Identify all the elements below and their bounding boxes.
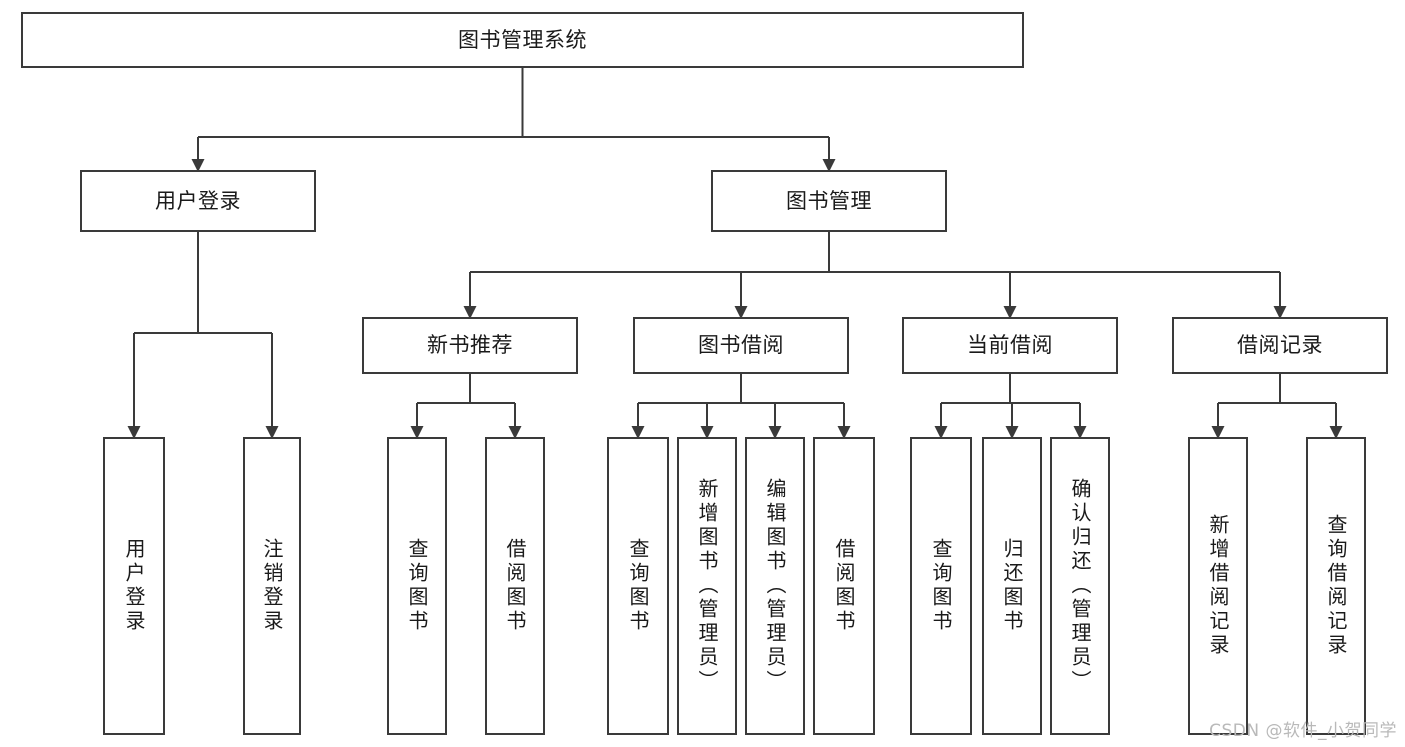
node-label: 借阅记录 [1237, 333, 1323, 358]
node-label: 查询图书 [929, 538, 953, 634]
node-label: 查询借阅记录 [1324, 514, 1348, 658]
watermark-label: CSDN @软件_小贺同学 [1209, 721, 1397, 741]
node-label: 当前借阅 [967, 333, 1053, 358]
node-leaf-query-book-3[interactable]: 查询图书 [910, 437, 972, 735]
node-leaf-user-logout[interactable]: 注销登录 [243, 437, 301, 735]
node-leaf-return-book[interactable]: 归还图书 [982, 437, 1042, 735]
node-root[interactable]: 图书管理系统 [21, 12, 1024, 68]
node-leaf-confirm-return[interactable]: 确认归还（管理员） [1050, 437, 1110, 735]
node-label: 用户登录 [122, 538, 146, 634]
node-borrow-record[interactable]: 借阅记录 [1172, 317, 1388, 374]
node-label: 查询图书 [405, 538, 429, 634]
node-leaf-add-record[interactable]: 新增借阅记录 [1188, 437, 1248, 735]
node-label: 编辑图书（管理员） [763, 478, 787, 694]
node-leaf-borrow-book-2[interactable]: 借阅图书 [813, 437, 875, 735]
node-label: 图书管理 [786, 188, 872, 213]
node-label: 用户登录 [155, 188, 241, 213]
node-book-mgmt[interactable]: 图书管理 [711, 170, 947, 232]
node-leaf-edit-book[interactable]: 编辑图书（管理员） [745, 437, 805, 735]
node-label: 新书推荐 [427, 333, 513, 358]
node-new-book-rec[interactable]: 新书推荐 [362, 317, 578, 374]
node-label: 图书管理系统 [458, 27, 587, 52]
node-label: 新增图书（管理员） [695, 478, 719, 694]
node-label: 图书借阅 [698, 333, 784, 358]
node-label: 新增借阅记录 [1206, 514, 1230, 658]
node-leaf-borrow-book-1[interactable]: 借阅图书 [485, 437, 545, 735]
node-label: 注销登录 [260, 538, 284, 634]
node-label: 归还图书 [1000, 538, 1024, 634]
node-label: 查询图书 [626, 538, 650, 634]
node-leaf-add-book[interactable]: 新增图书（管理员） [677, 437, 737, 735]
node-leaf-user-login[interactable]: 用户登录 [103, 437, 165, 735]
node-label: 确认归还（管理员） [1068, 478, 1092, 694]
node-leaf-query-book-2[interactable]: 查询图书 [607, 437, 669, 735]
node-leaf-query-record[interactable]: 查询借阅记录 [1306, 437, 1366, 735]
node-label: 借阅图书 [832, 538, 856, 634]
node-label: 借阅图书 [503, 538, 527, 634]
node-leaf-query-book-1[interactable]: 查询图书 [387, 437, 447, 735]
node-user-login[interactable]: 用户登录 [80, 170, 316, 232]
node-book-borrow[interactable]: 图书借阅 [633, 317, 849, 374]
node-current-borrow[interactable]: 当前借阅 [902, 317, 1118, 374]
